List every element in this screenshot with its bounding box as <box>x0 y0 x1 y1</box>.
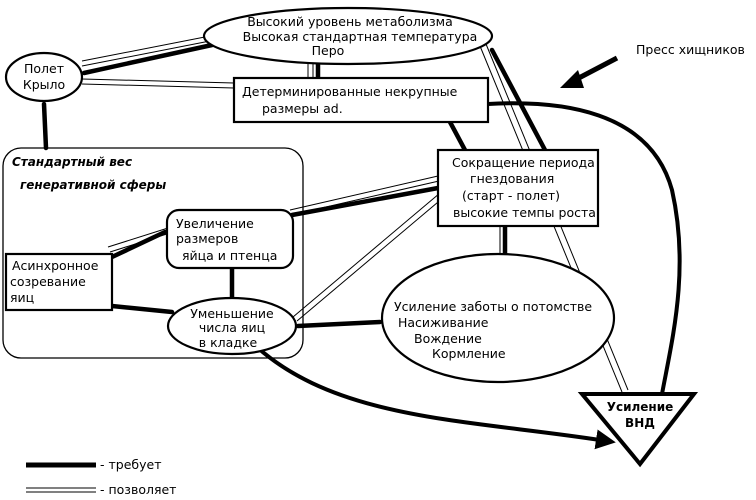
node-nesting-line-3: (старт - полет) <box>462 188 560 203</box>
vnd-arrows <box>256 101 682 450</box>
node-async-line-3: яиц <box>10 290 34 305</box>
node-flight-line-2: Крыло <box>23 77 65 92</box>
node-determinate: Детерминированные некрупные размеры ad. <box>232 76 490 124</box>
node-egg-size-line-1: Увеличение <box>176 216 254 231</box>
node-standard-weight: Стандартный вес генеративной сферы <box>2 147 304 359</box>
requires-connectors <box>41 42 548 329</box>
node-clutch-line-2: числа яиц <box>199 320 265 335</box>
node-async: Асинхронное созревание яиц <box>4 252 114 312</box>
node-standard-weight-line-1: Стандартный вес <box>12 155 132 169</box>
node-nesting-line-4: высокие темпы роста <box>453 205 596 220</box>
node-determinate-line-1: Детерминированные некрупные <box>242 84 458 99</box>
legend-requires-label: - требует <box>100 457 161 472</box>
node-vnd: Усиление ВНД <box>577 392 699 468</box>
node-care-line-2: Насиживание <box>398 315 489 330</box>
node-flight-line-1: Полет <box>24 61 64 76</box>
node-async-line-1: Асинхронное <box>12 258 99 273</box>
node-care: Усиление заботы о потомстве Насиживание … <box>380 252 616 384</box>
node-metabolism-line-2: Высокая стандартная температура <box>243 29 478 44</box>
predators-label: Пресс хищников <box>636 42 745 57</box>
legend-allows-label: - позволяет <box>100 482 176 497</box>
node-egg-size: Увеличение размеров яйца и птенца <box>165 208 295 270</box>
node-metabolism-line-3: Перо <box>312 43 345 58</box>
node-metabolism: Высокий уровень метаболизма Высокая стан… <box>202 6 494 66</box>
node-egg-size-line-2: размеров <box>176 231 238 246</box>
node-determinate-line-2: размеры ad. <box>262 101 343 116</box>
node-clutch-line-3: в кладке <box>199 335 258 350</box>
node-nesting-line-1: Сокращение периода <box>452 155 595 170</box>
node-care-line-1: Усиление заботы о потомстве <box>394 299 592 314</box>
node-care-line-4: Кормление <box>432 346 506 361</box>
predator-arrow <box>560 55 619 88</box>
node-metabolism-line-1: Высокий уровень метаболизма <box>247 14 453 29</box>
node-nesting-line-2: гнездования <box>470 171 554 186</box>
node-vnd-line-1: Усиление <box>607 400 674 414</box>
node-clutch-line-1: Уменьшение <box>190 306 274 321</box>
node-care-line-3: Вождение <box>414 331 482 346</box>
node-egg-size-line-3: яйца и птенца <box>182 248 277 263</box>
node-clutch: Уменьшение числа яиц в кладке <box>166 296 298 356</box>
node-flight: Полет Крыло <box>4 51 84 103</box>
node-standard-weight-line-2: генеративной сферы <box>20 178 166 192</box>
legend: - требует - позволяет <box>26 457 176 497</box>
node-nesting: Сокращение периода гнездования (старт - … <box>436 148 600 228</box>
node-vnd-line-2: ВНД <box>625 416 655 430</box>
node-async-line-2: созревание <box>10 274 86 289</box>
